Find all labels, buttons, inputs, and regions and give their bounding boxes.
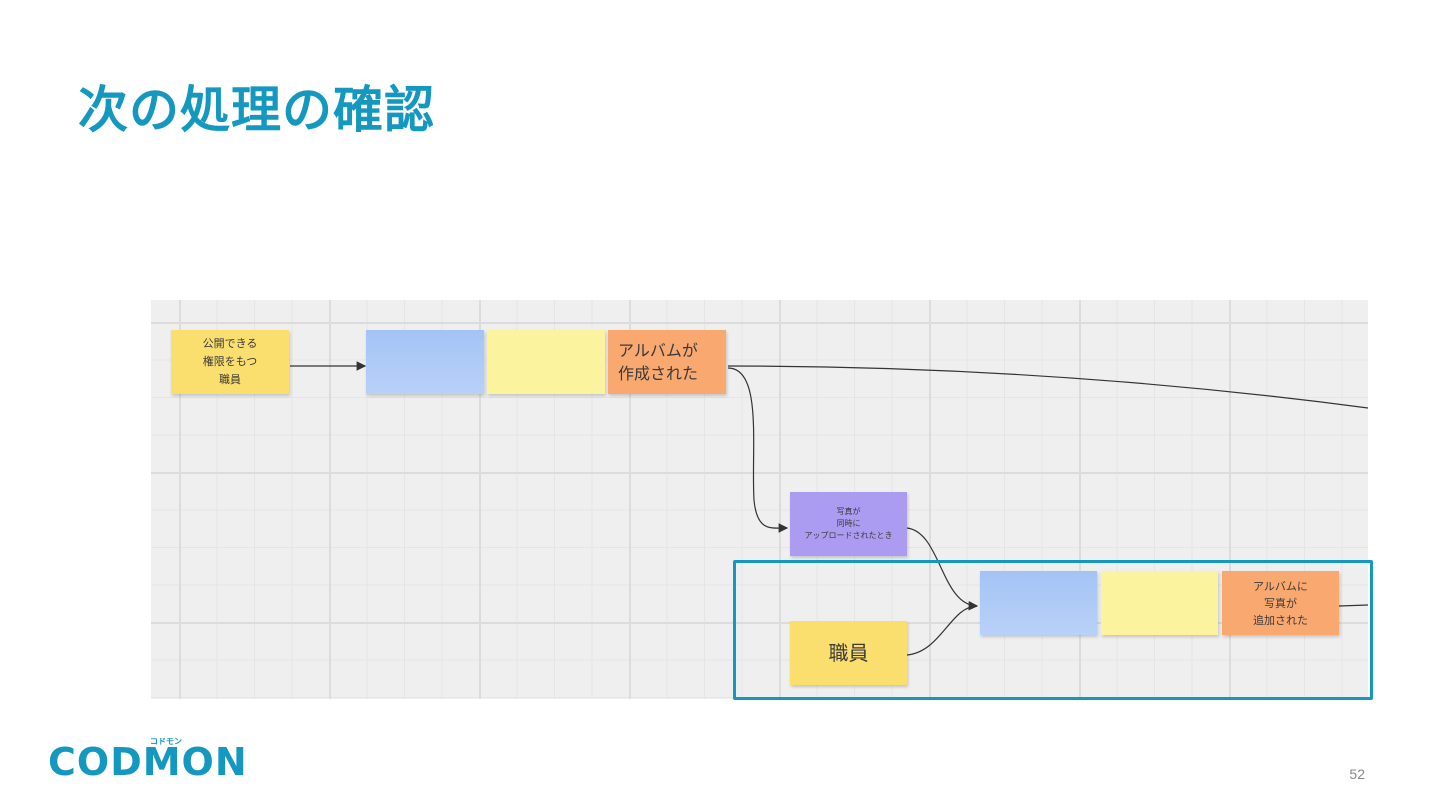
connector-event-to-policy [727,367,789,533]
codmon-logo: コドモン CODMON [48,736,247,788]
diagram-board: 公開できる 権限をもつ 職員 アルバムが 作成された 写真が 同時に アップロー… [151,300,1368,699]
actor-sticky-publisher[interactable]: 公開できる 権限をもつ 職員 [171,330,289,394]
logo-kana: コドモン [150,737,182,746]
connector-event-to-next [727,365,1368,409]
highlight-frame [733,560,1373,700]
aggregate-sticky-2[interactable] [1101,571,1218,635]
aggregate-sticky-1[interactable] [487,330,605,394]
page-number: 52 [1349,766,1365,782]
command-sticky-2[interactable] [980,571,1097,635]
slide-title: 次の処理の確認 [78,81,435,139]
logo-text: CODMON [48,740,248,784]
policy-sticky-photos-uploaded[interactable]: 写真が 同時に アップロードされたとき [790,492,907,556]
event-sticky-album-created[interactable]: アルバムが 作成された [608,330,726,394]
event-sticky-photos-added[interactable]: アルバムに 写真が 追加された [1222,571,1339,635]
command-sticky-1[interactable] [366,330,484,394]
actor-sticky-staff[interactable]: 職員 [790,621,907,685]
